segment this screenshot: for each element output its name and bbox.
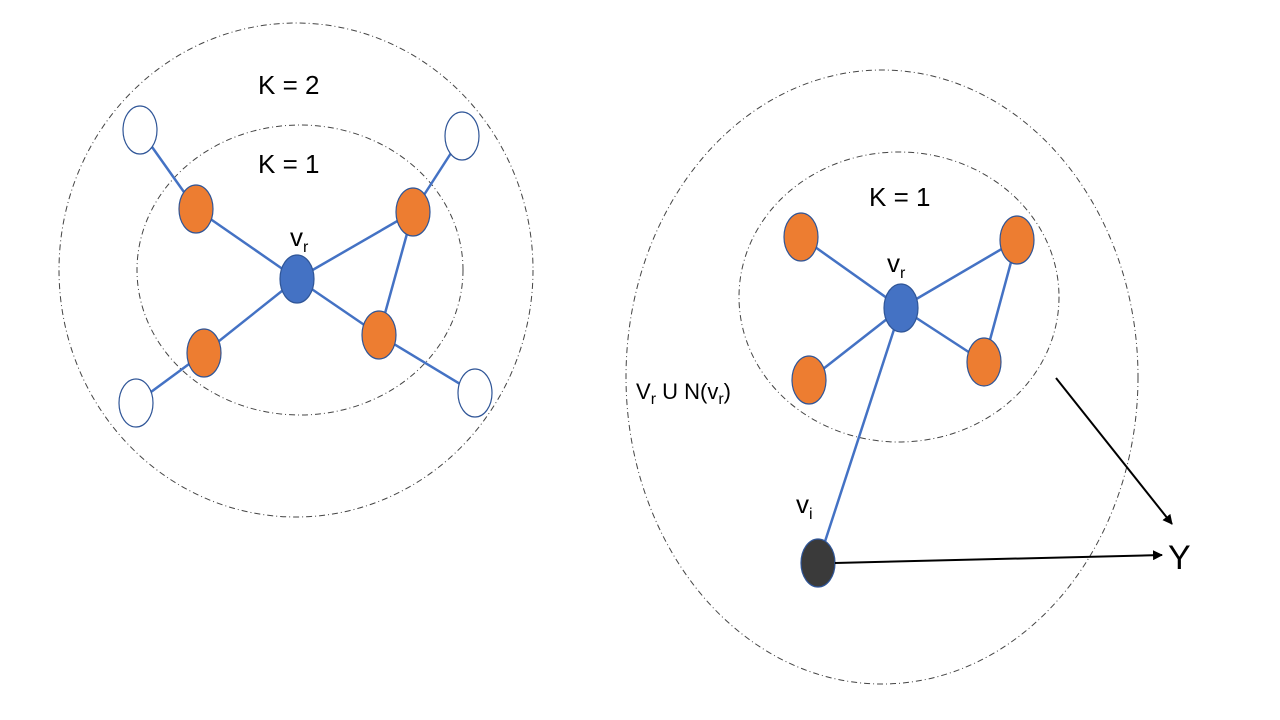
edge — [800, 235, 902, 310]
edge — [195, 207, 298, 281]
target-node — [800, 538, 836, 588]
union-label-b-sub: r — [718, 391, 724, 408]
center-label-main: v — [887, 248, 900, 278]
k2-ring — [58, 22, 534, 518]
right-diagram: K = 1 vr Vr U N(vr) vi Y — [625, 69, 1191, 685]
union-label-a-sub: r — [651, 391, 657, 408]
arrow-subgraph-to-y — [1055, 377, 1173, 525]
target-label-main: v — [796, 489, 809, 519]
target-label-sub: i — [809, 506, 813, 523]
hop1-node — [395, 187, 431, 237]
edge — [296, 210, 414, 281]
hop2-node — [118, 378, 154, 428]
hop2-node — [444, 111, 480, 161]
hop1-node — [178, 184, 214, 234]
edge — [900, 238, 1018, 310]
edge — [203, 278, 298, 354]
union-label-c: ) — [724, 379, 731, 404]
union-ring — [625, 69, 1139, 685]
hop1-node — [791, 355, 827, 405]
hop2-node — [122, 105, 158, 155]
edge — [816, 307, 903, 564]
arrow-target-to-y — [834, 550, 1163, 564]
k2-label: K = 2 — [258, 70, 319, 100]
center-label-sub: r — [303, 239, 309, 256]
center-node — [883, 283, 919, 333]
center-label-main: v — [290, 222, 303, 252]
hop1-node — [966, 337, 1002, 387]
center-node-label-right: vr — [887, 248, 906, 282]
k1-ring — [136, 124, 464, 416]
hop2-node — [457, 368, 493, 418]
k1-ring-right — [738, 151, 1060, 443]
output-label: Y — [1168, 539, 1191, 577]
union-label-b: U N(v — [656, 379, 718, 404]
center-node-label: vr — [290, 222, 309, 256]
right-edges — [800, 235, 1019, 564]
union-label: Vr U N(vr) — [636, 379, 731, 408]
k1-label: K = 1 — [258, 149, 319, 179]
center-label-sub: r — [900, 265, 906, 282]
hop1-node — [999, 215, 1035, 265]
hop1-node — [361, 310, 397, 360]
left-diagram: K = 2 K = 1 vr — [58, 22, 534, 518]
hop1-node — [783, 212, 819, 262]
center-node — [279, 254, 315, 304]
hop1-node — [186, 328, 222, 378]
target-node-label: vi — [796, 489, 813, 523]
union-label-a: V — [636, 379, 651, 404]
k1-label-right: K = 1 — [869, 182, 930, 212]
